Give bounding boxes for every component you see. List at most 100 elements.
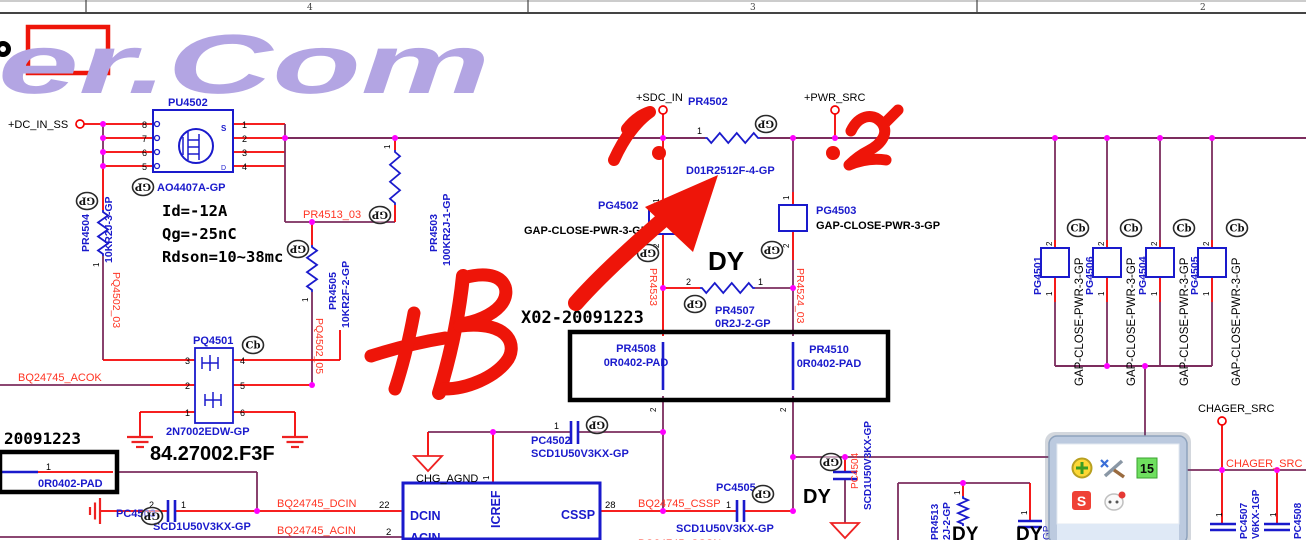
- annotation-handwritten-1: [608, 106, 656, 166]
- text-dcin: DCIN: [410, 509, 441, 523]
- text-1: 1: [1020, 510, 1029, 515]
- text-pq4502-05: PQ4502_05: [313, 318, 325, 374]
- text-pr4504: PR4504: [80, 214, 92, 252]
- junction-dot: [660, 429, 666, 435]
- text-d: D: [221, 165, 226, 172]
- text-1: 1: [242, 120, 247, 130]
- text-pc4502: PC4502: [531, 435, 571, 447]
- text-84-27002-f3f: 84.27002.F3F: [150, 443, 275, 465]
- disabled-tool-icon[interactable]: [1112, 468, 1126, 479]
- messenger-notification-dot[interactable]: [1118, 491, 1126, 499]
- text-id-12a: Id=-12A: [162, 202, 228, 220]
- junction-dot: [660, 285, 666, 291]
- gap-PG4503: [778, 204, 808, 232]
- text-gap-close-pwr-3-gp: GAP-CLOSE-PWR-3-GP: [524, 225, 648, 237]
- text-gap-close-pwr-3-gp: GAP-CLOSE-PWR-3-GP: [1074, 257, 1086, 386]
- text-10kr2f-2-gp: 10KR2F-2-GP: [340, 261, 352, 328]
- sogou-input-icon[interactable]: [1072, 491, 1091, 510]
- net-terminal: [830, 105, 840, 115]
- resistor-PR4504: [96, 210, 110, 256]
- net-terminal: [1217, 416, 1227, 426]
- text-2: 2: [386, 527, 391, 538]
- text-1: 1: [301, 297, 310, 302]
- text-pc4508: PC4508: [1293, 502, 1304, 539]
- resistor-PR4503: [388, 150, 402, 205]
- junction-dot: [1219, 467, 1225, 473]
- messenger-face-eye[interactable]: [1115, 500, 1119, 504]
- text-1: 1: [92, 262, 101, 267]
- text-2: 2: [652, 243, 661, 248]
- text-2n7002edw-gp: 2N7002EDW-GP: [166, 426, 250, 438]
- junction-dot: [790, 454, 796, 460]
- stamp-gp-text: GP: [143, 510, 160, 521]
- messenger-face-eye[interactable]: [1108, 500, 1112, 504]
- text-scd1u50v3kx-gp: SCD1U50V3KX-GP: [531, 448, 629, 460]
- text-0r0402-pad: 0R0402-PAD: [797, 358, 862, 370]
- text-1: 1: [1045, 291, 1054, 296]
- text-2j-2-gp: 2J-2-GP: [942, 502, 953, 540]
- text-2: 2: [185, 381, 190, 391]
- stamp-gp-text: GP: [289, 243, 306, 254]
- text-+dc-in-ss: +DC_IN_SS: [8, 119, 68, 131]
- text-gp: GP: [1042, 525, 1053, 540]
- text-1: 1: [1097, 291, 1106, 296]
- text-pc4507: PC4507: [1239, 502, 1250, 539]
- text-icref: ICREF: [489, 490, 503, 528]
- safety-icon-cross[interactable]: [1076, 462, 1088, 474]
- junction-dot: [309, 382, 315, 388]
- mosfet-symbol: [178, 128, 214, 164]
- text-2: 2: [1097, 241, 1106, 246]
- sogou-input-letter[interactable]: S: [1077, 493, 1086, 509]
- count-badge-15[interactable]: [1136, 457, 1158, 479]
- text-3: 3: [185, 356, 190, 366]
- disabled-tool-x[interactable]: [1100, 459, 1109, 468]
- pin-hook: [153, 162, 161, 170]
- text-ao4407a-gp: AO4407A-GP: [157, 182, 225, 194]
- annotation-dot: [826, 146, 840, 160]
- stamp-gp-text: GP: [78, 195, 95, 206]
- junction-dot: [392, 135, 398, 141]
- net-terminal: [75, 119, 85, 129]
- text-chager-src: CHAGER_SRC: [1198, 403, 1274, 415]
- gap-PG4506: [1092, 247, 1122, 278]
- annotation-arrow-tail: [568, 204, 680, 311]
- count-badge-15-text[interactable]: 15: [1140, 462, 1154, 476]
- text-bq24745-dcin: BQ24745_DCIN: [277, 498, 357, 510]
- stamp-cb-icon: [1225, 218, 1249, 238]
- disabled-tool-icon[interactable]: [1103, 459, 1124, 478]
- text-pr4524-03: PR4524_03: [794, 268, 806, 324]
- text-2: 2: [1045, 241, 1054, 246]
- text-0r0402-pad: 0R0402-PAD: [38, 478, 103, 490]
- text-bq24745-acok: BQ24745_ACOK: [18, 372, 102, 384]
- text-7: 7: [142, 134, 147, 144]
- text-1: 1: [1150, 291, 1159, 296]
- resistor-PR4505: [305, 245, 319, 292]
- stamp-cb-icon: [1066, 218, 1090, 238]
- text-pc4504: PC4504: [850, 452, 861, 489]
- text-1: 1: [383, 144, 392, 149]
- text-1: 1: [1269, 512, 1278, 517]
- highlight-box-pad-left: [0, 449, 120, 495]
- text-scd1u50v3kx-gp: SCD1U50V3KX-GP: [676, 523, 774, 535]
- text-acin: ACIN: [410, 531, 441, 540]
- text-pr4510: PR4510: [809, 344, 849, 356]
- stamp-cb-icon: [1172, 218, 1196, 238]
- stamp-cb-text: Cb: [1071, 224, 1086, 235]
- text-dy: DY: [803, 486, 831, 508]
- net-terminal: [658, 105, 668, 115]
- text-5: 5: [142, 162, 147, 172]
- text-pg4502: PG4502: [598, 200, 638, 212]
- ic-PQ4501: [194, 347, 234, 424]
- annotation-arrow-head: [645, 175, 718, 252]
- pin-hook: [153, 120, 161, 128]
- junction-dot: [1142, 363, 1148, 369]
- annotation-plus-vertical: [388, 306, 421, 396]
- annotation-dot: [652, 146, 666, 160]
- text-pr4508: PR4508: [616, 343, 656, 355]
- stamp-gp-icon: [754, 114, 778, 134]
- messenger-face-icon[interactable]: [1104, 493, 1124, 511]
- text-pq4502-03: PQ4502_03: [110, 272, 122, 328]
- annotation-B-spine: [432, 269, 470, 400]
